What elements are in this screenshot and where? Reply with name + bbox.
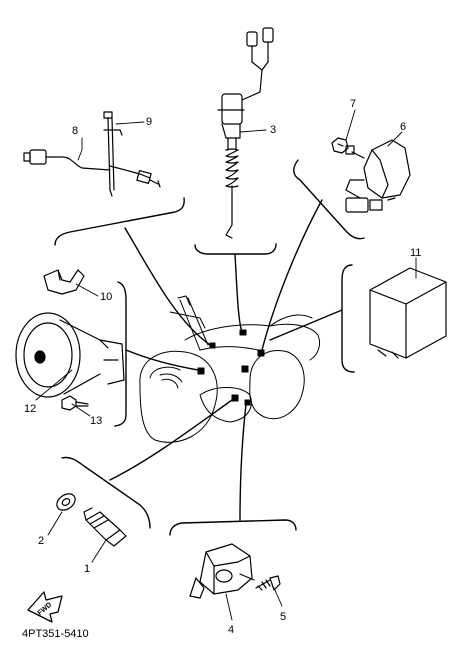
callout-1: 1 [84, 563, 90, 575]
callout-13: 13 [90, 415, 102, 427]
part-2-washer [56, 493, 76, 511]
callout-5: 5 [280, 611, 286, 623]
part-1-neutral-switch [83, 507, 127, 547]
callout-7: 7 [350, 98, 356, 110]
motorcycle-frame-outline [139, 295, 321, 443]
part-10-clip [43, 269, 85, 295]
part-7-nut [331, 137, 349, 154]
callout-9: 9 [146, 116, 152, 128]
callout-numbers: 8 9 3 7 6 11 10 12 13 2 1 4 5 [24, 98, 421, 636]
part-4-switch-assembly [189, 543, 255, 599]
callout-11: 11 [410, 247, 421, 259]
part-11-control-unit [369, 267, 447, 359]
callout-8: 8 [72, 125, 78, 137]
part-13-bolt [61, 395, 89, 411]
leader-lines [109, 199, 343, 521]
part-3-switch-lead [217, 27, 274, 239]
callout-2: 2 [38, 535, 44, 547]
callout-12: 12 [24, 403, 36, 415]
part-12-horn [15, 312, 125, 398]
part-9-cable-band [103, 111, 123, 197]
part-6-starter-relay [345, 139, 411, 213]
part-8-sensor-harness [23, 149, 161, 188]
callout-leaders [35, 109, 417, 621]
part-5-screw [255, 575, 281, 591]
callout-10: 10 [100, 291, 112, 303]
forward-direction-arrow-icon: FWD [27, 591, 63, 623]
callout-6: 6 [400, 121, 406, 133]
callout-3: 3 [270, 124, 276, 136]
callout-4: 4 [228, 624, 234, 636]
drawing-code: 4PT351-5410 [22, 628, 89, 640]
group-brackets [54, 159, 365, 536]
